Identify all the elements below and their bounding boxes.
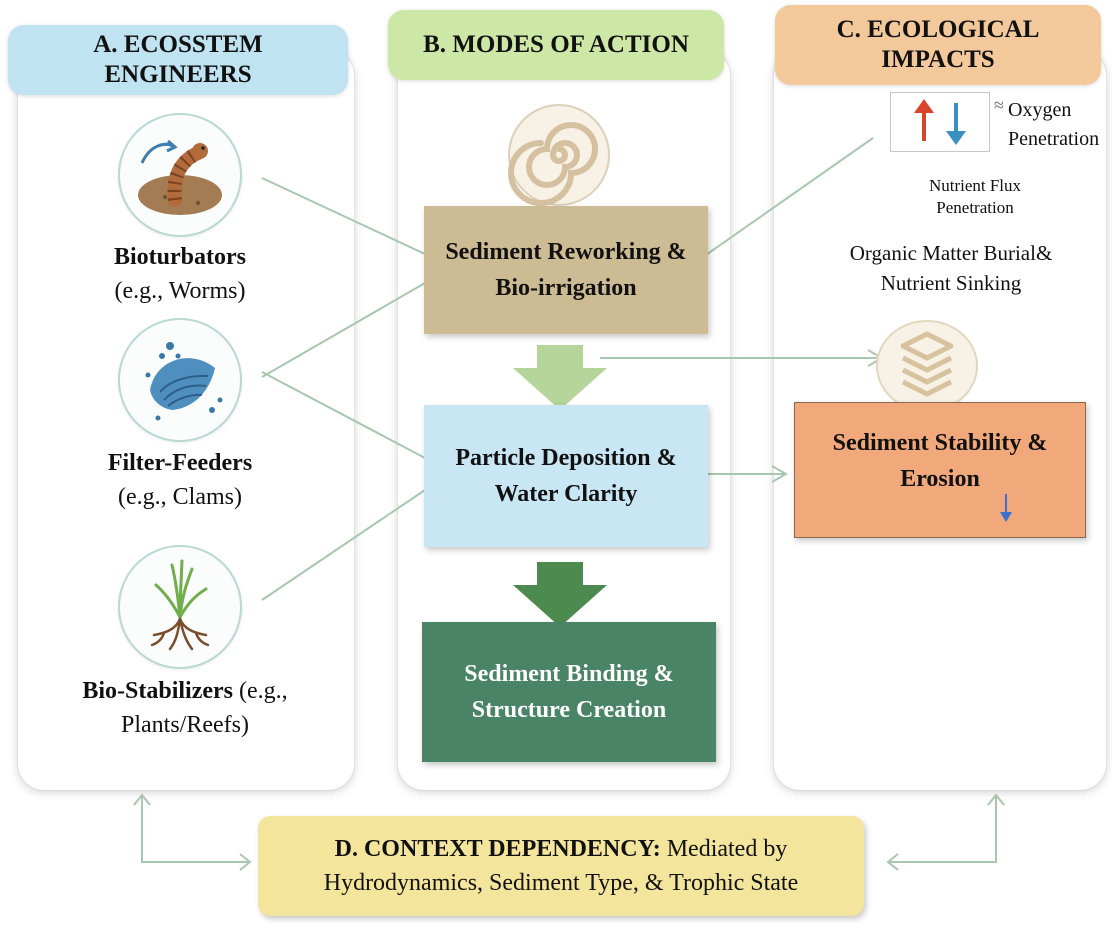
panel-c-title-text: C. ECOLOGICAL IMPACTS (836, 16, 1040, 73)
bio-stabilizer-circle (118, 545, 242, 669)
organic-matter-label: Organic Matter Burial& Nutrient Sinking (820, 238, 1082, 298)
bio-stabilizers-example: (e.g., (233, 678, 288, 704)
bioturbators-name: Bioturbators (114, 244, 246, 270)
context-line1: Mediated by (660, 836, 788, 862)
organic-matter-text: Organic Matter Burial& Nutrient Sinking (849, 241, 1053, 295)
bio-stabilizers-label: Bio-Stabilizers (e.g., Plants/Reefs) (30, 674, 340, 742)
oxygen-penetration-label: Oxygen Penetration (1008, 96, 1108, 154)
filter-feeder-circle (118, 318, 242, 442)
nutrient-flux-label: Nutrient Flux Penetration (905, 175, 1045, 219)
oxygen-penetration-text: Oxygen Penetration (1008, 99, 1100, 150)
panel-b-title: B. MODES OF ACTION (388, 10, 724, 80)
bio-stabilizers-name: Bio-Stabilizers (82, 678, 233, 704)
context-line2: Hydrodynamics, Sediment Type, & Trophic … (323, 870, 799, 896)
layers-icon (876, 320, 978, 412)
filter-feeders-label: Filter-Feeders (e.g., Clams) (40, 446, 320, 514)
down-arrow-icon (1000, 494, 1012, 522)
context-dependency-title: D. CONTEXT DEPENDENCY: (334, 836, 661, 862)
bio-stabilizers-example-2: Plants/Reefs) (121, 712, 249, 738)
bioturbator-circle (118, 113, 242, 237)
panel-a-title-text: A. ECOSSTEM ENGINEERS (93, 31, 263, 88)
wave-icon: ≈ (994, 95, 1004, 115)
clam-icon (145, 342, 223, 421)
nutrient-flux-text: Nutrient Flux Penetration (928, 176, 1022, 217)
mode-particle-deposition-text: Particle Deposition & Water Clarity (455, 445, 677, 507)
oxygen-indicator-box (890, 92, 990, 152)
mode-sediment-reworking: Sediment Reworking & Bio-irrigation (424, 206, 708, 334)
mode-sediment-reworking-text: Sediment Reworking & Bio-irrigation (445, 239, 687, 301)
filter-feeders-name: Filter-Feeders (107, 450, 253, 476)
context-dependency-box: D. CONTEXT DEPENDENCY: Mediated by Hydro… (258, 816, 864, 916)
filter-feeders-example: (e.g., Clams) (118, 484, 242, 510)
bioturbators-label: Bioturbators (e.g., Worms) (40, 240, 320, 308)
impact-sediment-stability-text: Sediment Stability & Erosion (832, 430, 1048, 492)
context-dependency-text: D. CONTEXT DEPENDENCY: Mediated by Hydro… (324, 832, 799, 900)
panel-c-title: C. ECOLOGICAL IMPACTS (775, 5, 1101, 85)
mode-sediment-binding-text: Sediment Binding & Structure Creation (464, 661, 674, 723)
mode-particle-deposition: Particle Deposition & Water Clarity (424, 405, 708, 547)
worm-icon (138, 139, 222, 215)
impact-sediment-stability: Sediment Stability & Erosion (794, 402, 1086, 538)
swirl-icon (508, 104, 610, 206)
panel-b-title-text: B. MODES OF ACTION (423, 31, 689, 58)
mode-sediment-binding: Sediment Binding & Structure Creation (422, 622, 716, 762)
bioturbators-example: (e.g., Worms) (114, 278, 246, 304)
plant-icon (150, 559, 210, 651)
up-down-arrows-icon (914, 99, 966, 145)
panel-a-title: A. ECOSSTEM ENGINEERS (8, 25, 348, 95)
